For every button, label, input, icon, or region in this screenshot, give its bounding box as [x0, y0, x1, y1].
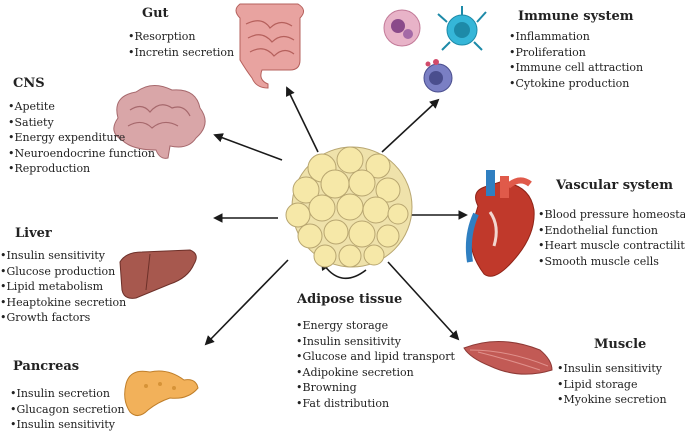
immune-title: Immune system: [518, 9, 634, 24]
list-item: Lipid storage: [557, 377, 667, 393]
list-item: Glucose production: [0, 264, 126, 280]
list-item: Heart muscle contractility: [538, 238, 685, 254]
immune-cells-icon: [383, 6, 487, 93]
list-item: Insulin secretion: [10, 386, 125, 402]
list-item: Cytokine production: [509, 76, 643, 92]
list-item: Apetite: [8, 99, 155, 115]
list-item: Growth factors: [0, 310, 126, 326]
arrow-to-gut: [286, 86, 319, 153]
intestine-icon: [235, 3, 304, 89]
vascular-list: Blood pressure homeostasis Endothelial f…: [538, 207, 685, 269]
arrow-to-cns: [213, 133, 283, 161]
heart-icon: [465, 170, 535, 277]
list-item: Endothelial function: [538, 223, 685, 239]
list-item: Energy expenditure: [8, 130, 155, 146]
list-item: Incretin secretion: [128, 45, 235, 61]
list-item: Insulin sensitivity: [557, 361, 667, 377]
adipose-tissue-icon: [285, 146, 413, 268]
liver-list: Insulin sensitivity Glucose production L…: [0, 248, 127, 326]
muscle-list: Insulin sensitivity Lipid storage Myokin…: [557, 361, 667, 408]
muscle-icon: [463, 340, 553, 375]
list-item: Neuroendocrine function: [8, 146, 155, 162]
list-item: Adipokine secretion: [296, 365, 455, 381]
list-item: Proliferation: [509, 45, 643, 61]
liver-title: Liver: [15, 226, 52, 241]
list-item: Myokine secretion: [557, 392, 667, 408]
immune-list: Inflammation Proliferation Immune cell a…: [509, 29, 644, 92]
list-item: Satiety: [8, 115, 155, 131]
adipose-title: Adipose tissue: [297, 292, 403, 307]
list-item: Fat distribution: [296, 396, 455, 412]
liver-icon: [119, 249, 197, 299]
list-item: Browning: [296, 380, 455, 396]
cns-list: Apetite Satiety Energy expenditure Neuro…: [8, 99, 155, 177]
list-item: Smooth muscle cells: [538, 254, 685, 270]
list-item: Blood pressure homeostasis: [538, 207, 685, 223]
gut-list: Resorption Incretin secretion: [128, 29, 235, 61]
list-item: Insulin sensitivity: [296, 334, 455, 350]
muscle-title: Muscle: [594, 337, 647, 352]
pancreas-icon: [124, 370, 199, 416]
pancreas-list: Insulin secretion Glucagon secretion Ins…: [10, 386, 125, 432]
arrow-to-immune: [381, 98, 440, 153]
list-item: Immune cell attraction: [509, 60, 644, 76]
vascular-title: Vascular system: [556, 178, 673, 193]
list-item: Reproduction: [8, 161, 155, 177]
list-item: Lipid metabolism: [0, 279, 126, 295]
list-item: Resorption: [128, 29, 234, 45]
list-item: Heaptokine secretion: [0, 295, 127, 311]
list-item: Inflammation: [509, 29, 643, 45]
list-item: Insulin sensitivity: [0, 248, 126, 264]
list-item: Energy storage: [296, 318, 455, 334]
list-item: Glucose and lipid transport: [296, 349, 455, 365]
pancreas-title: Pancreas: [13, 359, 80, 374]
adipose-list: Energy storage Insulin sensitivity Gluco…: [296, 318, 455, 412]
list-item: Glucagon secretion: [10, 402, 125, 418]
gut-title: Gut: [142, 6, 169, 21]
list-item: Insulin sensitivity: [10, 417, 125, 432]
arrows: [204, 86, 468, 346]
cns-title: CNS: [13, 76, 45, 91]
arrow-to-pancreas: [204, 259, 289, 346]
